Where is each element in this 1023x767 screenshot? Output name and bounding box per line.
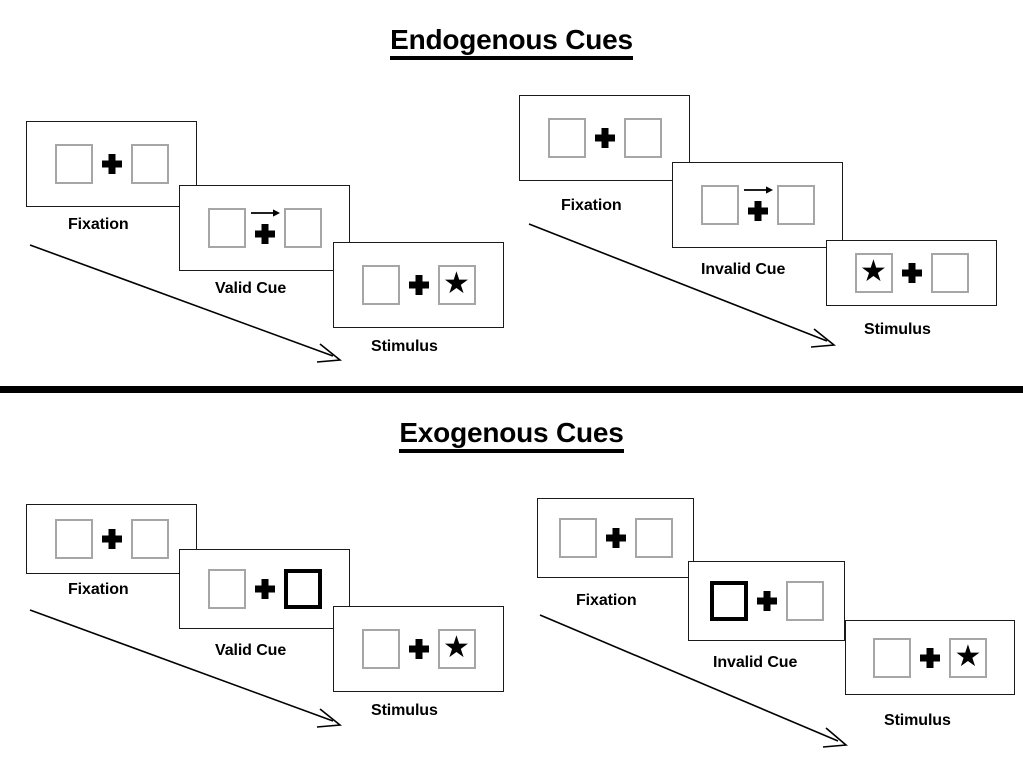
frame-endogenous-valid-cue[interactable] <box>179 185 350 271</box>
frame-exogenous-invalid-stimulus[interactable]: ★ <box>845 620 1015 695</box>
cross-bar-vertical <box>108 154 115 174</box>
stimulus-box-left <box>547 118 586 158</box>
frame-exogenous-valid-stimulus[interactable]: ★ <box>333 606 504 692</box>
cross-bar-vertical <box>261 579 268 599</box>
section-divider <box>0 386 1023 393</box>
frame-row <box>54 518 169 560</box>
target-star: ★ <box>443 267 470 300</box>
caption-endogenous-invalid-fixation: Fixation <box>561 197 622 214</box>
caption-endogenous-valid-cue: Valid Cue <box>215 280 287 297</box>
target-star: ★ <box>860 255 887 288</box>
cross-bar-vertical <box>612 528 619 548</box>
stimulus-box-left <box>207 208 246 248</box>
stimulus-box-right <box>283 208 322 248</box>
stimulus-box-right: ★ <box>437 629 476 669</box>
stimulus-box-left <box>54 519 93 559</box>
section-title-endogenous: Endogenous Cues <box>0 24 1023 61</box>
frame-endogenous-invalid-cue[interactable] <box>672 162 843 248</box>
cross-bar-vertical <box>415 639 422 659</box>
stimulus-box-left <box>558 518 597 558</box>
frame-endogenous-invalid-stimulus[interactable]: ★ <box>826 240 997 306</box>
stimulus-box-left: ★ <box>854 253 893 293</box>
section-title-exogenous-text: Exogenous Cues <box>399 417 624 454</box>
stimulus-box-left <box>54 144 93 184</box>
stimulus-box-right <box>930 253 969 293</box>
cross-bar-vertical <box>415 275 422 295</box>
stimulus-box-right <box>634 518 673 558</box>
cross-bar-vertical <box>908 263 915 283</box>
stimulus-box-right <box>776 185 815 225</box>
cross-bar-vertical <box>261 224 268 244</box>
section-title-endogenous-text: Endogenous Cues <box>390 24 633 61</box>
fixation-cross-icon <box>246 207 284 249</box>
caption-exogenous-valid-fixation: Fixation <box>68 581 129 598</box>
cross-bar-vertical <box>601 128 608 148</box>
frame-row <box>54 143 169 185</box>
fixation-cross-icon <box>586 117 624 159</box>
frame-row: ★ <box>854 252 969 294</box>
cross-bar-vertical <box>108 529 115 549</box>
stimulus-box-right: ★ <box>949 637 987 678</box>
fixation-cross-icon <box>597 517 635 559</box>
caption-exogenous-invalid-fixation: Fixation <box>576 592 637 609</box>
frame-row: ★ <box>361 628 476 670</box>
stimulus-box-right: ★ <box>437 265 476 305</box>
fixation-cross-icon <box>911 637 949 679</box>
stimulus-box-left <box>361 265 400 305</box>
caption-endogenous-valid-stimulus: Stimulus <box>371 338 438 355</box>
fixation-cross-icon <box>246 568 284 610</box>
frame-row <box>709 580 824 622</box>
caption-exogenous-invalid-cue: Invalid Cue <box>713 654 798 671</box>
stimulus-box-right <box>623 118 662 158</box>
stimulus-box-left <box>873 637 911 678</box>
fixation-cross-icon <box>93 143 131 185</box>
caption-exogenous-valid-stimulus: Stimulus <box>371 702 438 719</box>
fixation-cross-icon <box>748 580 786 622</box>
fixation-cross-icon <box>400 264 438 306</box>
caption-exogenous-invalid-stimulus: Stimulus <box>884 712 951 729</box>
frame-row <box>207 568 322 610</box>
cross-bar-vertical <box>754 201 761 221</box>
frame-exogenous-invalid-cue[interactable] <box>688 561 845 641</box>
target-star: ★ <box>443 631 470 664</box>
frame-endogenous-valid-fixation[interactable] <box>26 121 197 207</box>
frame-row: ★ <box>361 264 476 306</box>
fixation-cross-icon <box>400 628 438 670</box>
frame-row <box>558 517 673 559</box>
arrow-right-icon <box>743 186 773 194</box>
frame-row <box>207 207 322 249</box>
frame-endogenous-invalid-fixation[interactable] <box>519 95 690 181</box>
caption-exogenous-valid-cue: Valid Cue <box>215 642 287 659</box>
section-title-exogenous: Exogenous Cues <box>0 417 1023 454</box>
stimulus-box-left <box>361 629 400 669</box>
arrow-right-icon <box>250 209 280 217</box>
stimulus-box-left <box>700 185 739 225</box>
stimulus-box-right <box>130 519 169 559</box>
stimulus-box-right <box>130 144 169 184</box>
stimulus-box-right-cued <box>283 569 322 609</box>
fixation-cross-icon <box>93 518 131 560</box>
cross-bar-vertical <box>763 591 770 611</box>
frame-row <box>700 184 815 226</box>
frame-row <box>547 117 662 159</box>
caption-endogenous-valid-fixation: Fixation <box>68 216 129 233</box>
caption-endogenous-invalid-cue: Invalid Cue <box>701 261 786 278</box>
frame-exogenous-invalid-fixation[interactable] <box>537 498 694 578</box>
fixation-cross-icon <box>739 184 777 226</box>
frame-row: ★ <box>873 637 987 679</box>
frame-exogenous-valid-fixation[interactable] <box>26 504 197 574</box>
caption-endogenous-invalid-stimulus: Stimulus <box>864 321 931 338</box>
stimulus-box-left-cued <box>709 581 748 621</box>
stimulus-box-left <box>207 569 246 609</box>
frame-endogenous-valid-stimulus[interactable]: ★ <box>333 242 504 328</box>
stimulus-box-right <box>785 581 824 621</box>
fixation-cross-icon <box>893 252 931 294</box>
frame-exogenous-valid-cue[interactable] <box>179 549 350 629</box>
cross-bar-vertical <box>926 647 934 668</box>
target-star: ★ <box>954 639 982 673</box>
